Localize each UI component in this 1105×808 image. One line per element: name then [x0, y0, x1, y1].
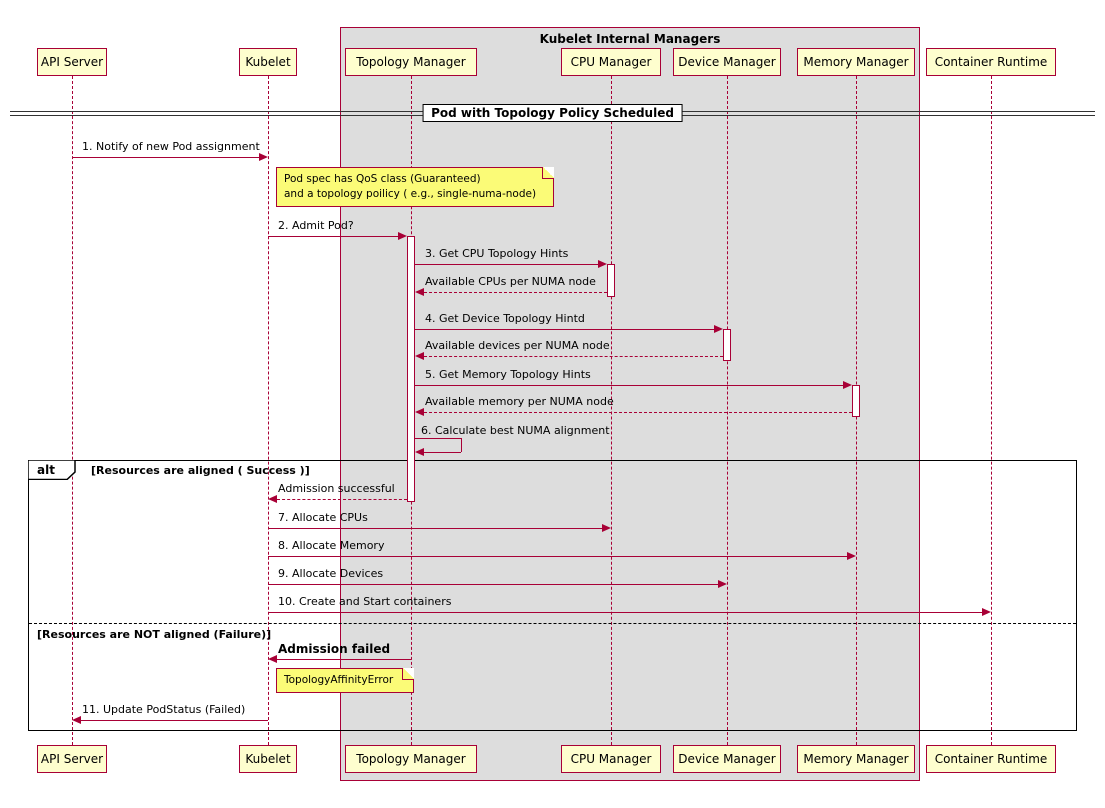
participant-device-manager-bottom: Device Manager: [673, 745, 781, 773]
message-14-arrowhead: [982, 608, 991, 616]
message-13-label: 9. Allocate Devices: [278, 567, 384, 580]
participant-memory-manager-top: Memory Manager: [797, 48, 915, 76]
message-12-label: 8. Allocate Memory: [278, 539, 385, 552]
participant-container-runtime-top: Container Runtime: [926, 48, 1056, 76]
activation-device-manager: [723, 329, 731, 361]
message-3-arrowhead: [598, 260, 607, 268]
note-text: TopologyAffinityError: [284, 674, 394, 686]
message-7-line: [415, 385, 843, 386]
message-9-line: [424, 452, 461, 453]
message-1-line: [72, 157, 259, 158]
section-divider: Pod with Topology Policy Scheduled: [10, 104, 1095, 122]
message-3-label: 3. Get CPU Topology Hints: [425, 247, 569, 260]
alt-condition-success: [Resources are aligned ( Success )]: [91, 464, 310, 477]
message-6-line: [424, 356, 723, 357]
message-15-label: Admission failed: [278, 642, 391, 656]
participant-cpu-manager-top: CPU Manager: [561, 48, 661, 76]
lifeline-cpu-manager: [611, 76, 612, 745]
lifeline-device-manager: [727, 76, 728, 745]
activation-memory-manager: [852, 385, 860, 417]
participant-api-server-top: API Server: [37, 48, 107, 76]
alt-keyword-badge: alt: [28, 460, 76, 480]
alt-condition-failure: [Resources are NOT aligned (Failure)]: [37, 628, 272, 641]
lifeline-api-server: [72, 76, 73, 745]
message-5-label: 4. Get Device Topology Hintd: [425, 312, 585, 325]
alt-keyword: alt: [37, 463, 55, 477]
message-8-line: [424, 412, 852, 413]
message-8-arrowhead: [415, 408, 424, 416]
participant-container-runtime-bottom: Container Runtime: [926, 745, 1056, 773]
lifeline-kubelet: [268, 76, 269, 745]
message-4-line: [424, 292, 607, 293]
message-7-arrowhead: [843, 381, 852, 389]
participant-group-box: Kubelet Internal Managers: [340, 27, 920, 781]
message-6-label: Available devices per NUMA node: [425, 339, 610, 352]
message-2-arrowhead: [398, 232, 407, 240]
alt-else-divider: [29, 623, 1076, 624]
message-4-arrowhead: [415, 288, 424, 296]
message-8-label: Available memory per NUMA node: [425, 395, 614, 408]
message-5-arrowhead: [714, 325, 723, 333]
group-box-title: Kubelet Internal Managers: [539, 32, 721, 46]
message-10-label: Admission successful: [278, 482, 395, 495]
activation-cpu-manager: [607, 264, 615, 297]
participant-kubelet-top: Kubelet: [239, 48, 297, 76]
participant-cpu-manager-bottom: CPU Manager: [561, 745, 661, 773]
message-1-label: 1. Notify of new Pod assignment: [82, 140, 260, 153]
message-11-arrowhead: [602, 524, 611, 532]
participant-kubelet-bottom: Kubelet: [239, 745, 297, 773]
message-15-arrowhead: [268, 655, 277, 663]
note-fold-icon: [542, 167, 554, 179]
message-16-line: [81, 720, 268, 721]
participant-memory-manager-bottom: Memory Manager: [797, 745, 915, 773]
message-11-line: [268, 528, 602, 529]
note-fold-icon: [402, 668, 414, 680]
message-13-line: [268, 584, 718, 585]
message-12-arrowhead: [847, 552, 856, 560]
message-11-label: 7. Allocate CPUs: [278, 511, 368, 524]
message-9-line: [415, 438, 461, 439]
message-5-line: [415, 329, 714, 330]
message-2-label: 2. Admit Pod?: [278, 219, 354, 232]
activation-topology-manager: [407, 236, 415, 502]
participant-api-server-bottom: API Server: [37, 745, 107, 773]
message-4-label: Available CPUs per NUMA node: [425, 275, 596, 288]
message-7-label: 5. Get Memory Topology Hints: [425, 368, 591, 381]
alt-frame: alt [Resources are aligned ( Success )] …: [28, 460, 1077, 731]
message-3-line: [415, 264, 598, 265]
message-2-line: [268, 236, 398, 237]
note-text: Pod spec has QoS class (Guaranteed): [284, 173, 481, 185]
message-15-line: [277, 659, 411, 660]
note-text: and a topology poilicy ( e.g., single-nu…: [284, 188, 537, 200]
message-16-arrowhead: [72, 716, 81, 724]
message-10-line: [277, 499, 407, 500]
message-9-line: [461, 438, 462, 452]
message-12-line: [268, 556, 847, 557]
lifeline-container-runtime: [991, 76, 992, 745]
participant-device-manager-top: Device Manager: [673, 48, 781, 76]
message-16-label: 11. Update PodStatus (Failed): [82, 703, 246, 716]
note-1: Pod spec has QoS class (Guaranteed) and a…: [276, 167, 554, 207]
message-14-label: 10. Create and Start containers: [278, 595, 452, 608]
message-6-arrowhead: [415, 352, 424, 360]
message-9-label: 6. Calculate best NUMA alignment: [421, 424, 610, 437]
participant-topology-manager-bottom: Topology Manager: [345, 745, 477, 773]
message-13-arrowhead: [718, 580, 727, 588]
note-2: TopologyAffinityError: [276, 668, 414, 693]
message-9-arrowhead: [415, 448, 424, 456]
message-14-line: [268, 612, 982, 613]
participant-topology-manager-top: Topology Manager: [345, 48, 477, 76]
alt-badge-shape: [28, 460, 76, 480]
message-10-arrowhead: [268, 495, 277, 503]
message-1-arrowhead: [259, 153, 268, 161]
divider-label: Pod with Topology Policy Scheduled: [422, 104, 683, 122]
